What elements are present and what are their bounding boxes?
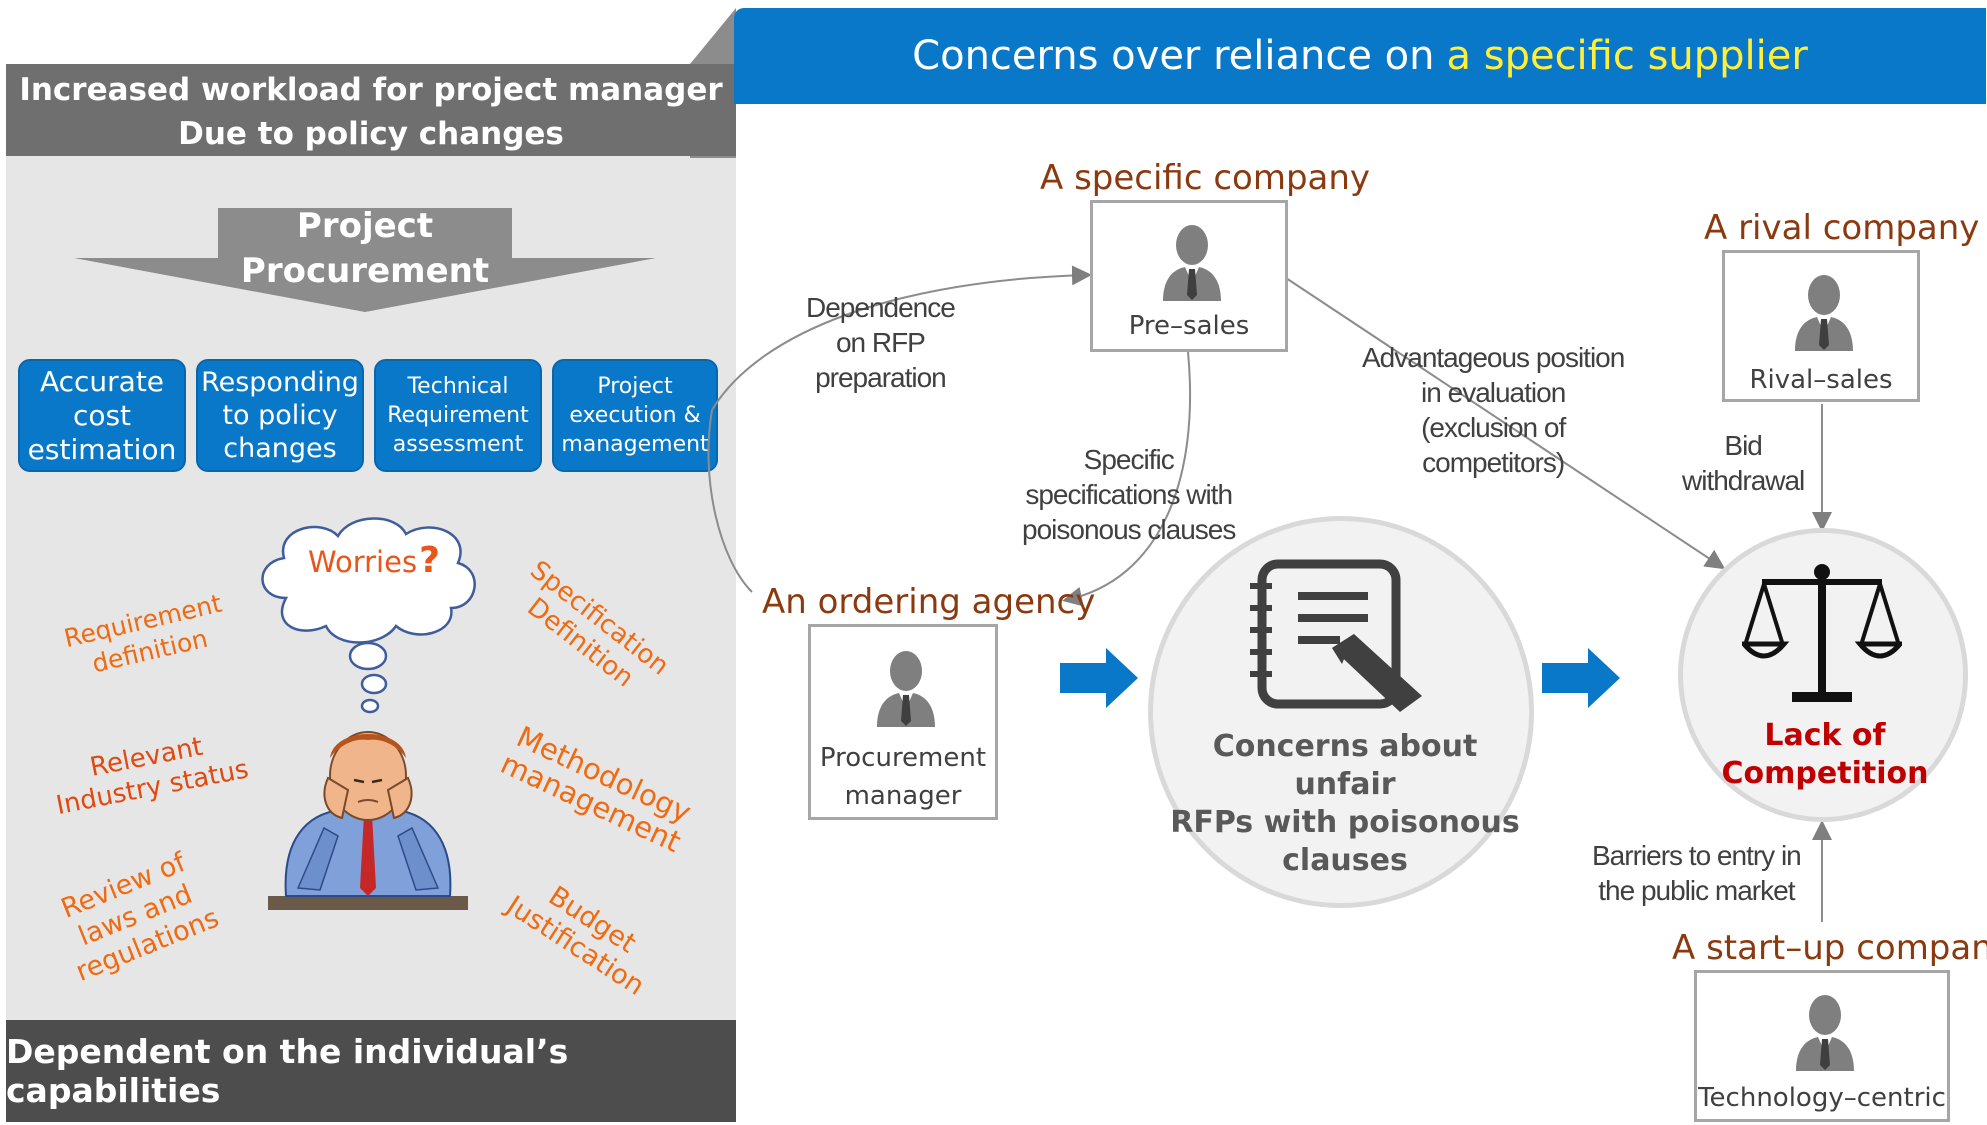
concerns-circle — [1148, 516, 1534, 908]
person-icon — [877, 651, 935, 727]
right-arrow-icon — [1060, 648, 1138, 708]
technology-centric-box: Technology–centric — [1694, 970, 1950, 1122]
worries-mark: ? — [419, 540, 440, 581]
edge-dependence-tail — [707, 409, 753, 593]
presales-box: Pre–sales — [1090, 200, 1288, 352]
startup-company-label: A start–up company — [1672, 928, 1987, 968]
person-icon — [1795, 275, 1853, 351]
worries-text: Worries? — [308, 540, 440, 581]
presales-label: Pre–sales — [1128, 311, 1250, 341]
edge-specific-specs — [1062, 351, 1192, 607]
scales-icon — [1742, 564, 1902, 702]
procurement-label: Project Procurement — [205, 204, 525, 294]
stressed-man-icon — [268, 731, 468, 910]
procurement-line1: Project — [296, 206, 434, 246]
top-banner: Concerns over reliance on a specific sup… — [734, 8, 1986, 104]
specific-company-label: A specific company — [1040, 158, 1371, 198]
technology-centric-label: Technology–centric — [1698, 1083, 1946, 1113]
edge-advantageous — [1285, 277, 1726, 570]
banner-highlight: a specific supplier — [1446, 33, 1808, 79]
left-footer: Dependent on the individual’s capabiliti… — [6, 1020, 736, 1122]
left-header-line1: Increased workload for project manager — [19, 72, 723, 108]
banner-text: Concerns over reliance on — [912, 33, 1435, 79]
left-header: Increased workload for project manager D… — [6, 64, 736, 156]
person-icon — [1796, 995, 1854, 1071]
thought-cloud-icon — [261, 517, 476, 714]
rival-company-label: A rival company — [1704, 208, 1980, 248]
rival-sales-box: Rival–sales — [1722, 250, 1920, 402]
edge-dependence — [711, 265, 1092, 411]
ordering-agency-label: An ordering agency — [762, 582, 1096, 622]
left-header-line2: Due to policy changes — [178, 116, 564, 152]
right-arrow-icon — [1542, 648, 1620, 708]
rival-sales-label: Rival–sales — [1749, 365, 1893, 395]
person-icon — [1163, 225, 1221, 301]
procurement-arrow — [74, 208, 656, 312]
document-pen-icon — [1250, 559, 1422, 712]
procurement-line2: Procurement — [240, 251, 490, 291]
worries-label: Worries — [308, 545, 418, 579]
